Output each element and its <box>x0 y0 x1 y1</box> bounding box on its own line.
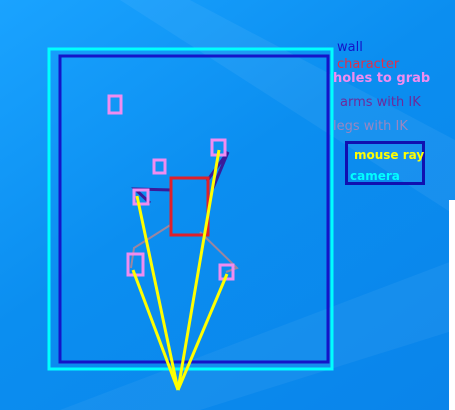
mouse-ray <box>176 149 221 391</box>
legend-character-label: character <box>337 57 400 72</box>
mouse-ray <box>135 195 180 391</box>
legend-holes-to-grab-label: holes to grab <box>333 71 431 86</box>
legend-legs-with-ik-label: legs with IK <box>333 119 408 134</box>
legend-arms-with-ik-label: arms with IK <box>340 95 421 110</box>
legend-camera-label: camera <box>350 169 400 183</box>
legend-mouse-ray-label: mouse ray <box>354 148 425 162</box>
mouse-rays <box>131 149 229 391</box>
mouse-ray <box>131 269 180 391</box>
grab-hole[interactable] <box>132 188 150 206</box>
right-leg <box>199 231 239 273</box>
legend-wall-label: wall <box>337 40 363 55</box>
legs-with-ik <box>130 223 239 273</box>
character-body[interactable] <box>169 176 210 237</box>
grab-hole[interactable] <box>152 158 167 175</box>
legend-box: mouse ray camera <box>345 141 425 185</box>
left-leg <box>130 223 173 269</box>
mouse-ray <box>176 273 229 391</box>
wall-frame <box>58 54 330 364</box>
grab-hole[interactable] <box>107 94 123 115</box>
adjacent-window-edge <box>449 200 455 410</box>
grab-hole[interactable] <box>126 252 145 277</box>
camera-frame <box>47 47 334 371</box>
